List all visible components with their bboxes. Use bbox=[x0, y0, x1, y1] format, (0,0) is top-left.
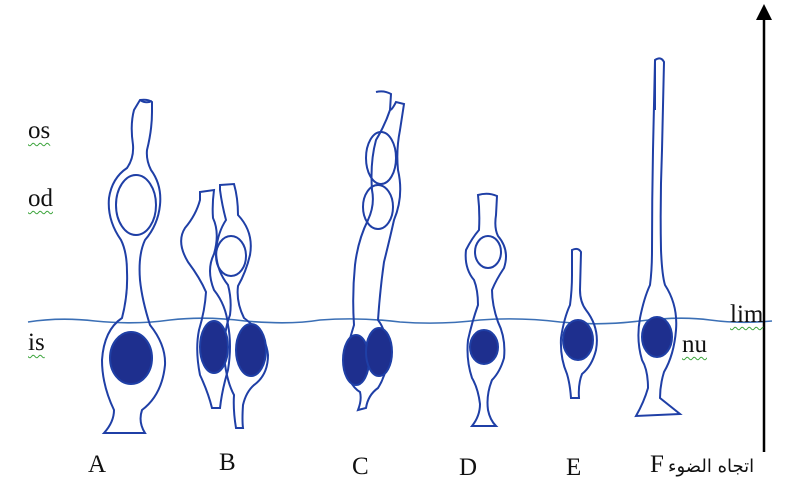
cell-e-nucleus bbox=[563, 320, 593, 360]
label-nu: nu bbox=[682, 332, 707, 357]
cell-label-d: D bbox=[459, 455, 477, 480]
label-is: is bbox=[28, 330, 45, 355]
cell-d-nucleus bbox=[470, 330, 498, 364]
cell-label-c: C bbox=[352, 454, 369, 479]
light-direction-caption: اتجاه الضوء bbox=[668, 458, 754, 476]
label-lim: lim bbox=[730, 302, 763, 327]
cell-f-nucleus bbox=[642, 317, 672, 357]
cell-c-nucleus-left bbox=[343, 335, 369, 385]
label-os: os bbox=[28, 118, 50, 143]
cell-b-nucleus-right bbox=[236, 324, 266, 376]
light-direction-arrow-head bbox=[756, 4, 772, 20]
cell-label-e: E bbox=[566, 455, 581, 480]
cell-b-nucleus-left bbox=[200, 321, 228, 373]
cell-d bbox=[466, 194, 506, 426]
cell-label-b: B bbox=[219, 450, 236, 475]
cell-label-a: A bbox=[88, 452, 106, 477]
label-od: od bbox=[28, 186, 53, 211]
cell-c-nucleus-right bbox=[366, 328, 392, 376]
cell-a-nucleus bbox=[110, 332, 152, 384]
cell-b bbox=[181, 184, 268, 428]
cell-label-f: F bbox=[650, 452, 664, 477]
cell-f bbox=[636, 58, 680, 416]
